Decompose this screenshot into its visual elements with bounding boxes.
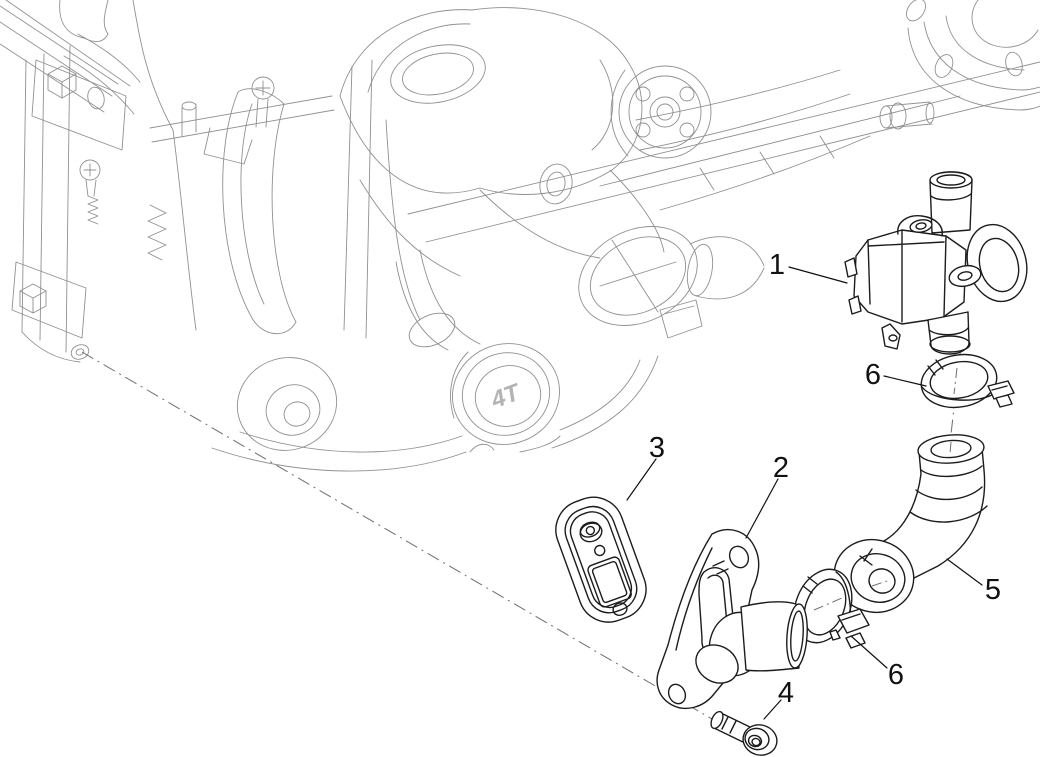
engine-badge-4t: 4T bbox=[487, 378, 526, 414]
callout-label-1: 1 bbox=[769, 249, 785, 281]
part-6-hose-clamp-upper bbox=[920, 353, 1015, 409]
callout-label-6-upper: 6 bbox=[865, 359, 881, 391]
centerline-overlays bbox=[813, 367, 958, 611]
leader-2 bbox=[745, 478, 779, 539]
part-5-elbow-hose bbox=[833, 434, 988, 614]
part-3-gasket bbox=[555, 496, 647, 623]
leader-4 bbox=[763, 699, 782, 720]
leader-6-upper bbox=[883, 375, 927, 387]
leader-1 bbox=[788, 266, 848, 284]
callout-label-5: 5 bbox=[985, 574, 1001, 606]
callout-labels: 1 6 3 2 5 6 4 bbox=[649, 249, 1001, 709]
part-4-screw bbox=[710, 710, 778, 756]
leader-3 bbox=[626, 458, 657, 501]
part-1-air-valve bbox=[844, 171, 1028, 355]
callout-label-6-lower: 6 bbox=[888, 659, 904, 691]
centerline-engine-to-screw bbox=[81, 351, 749, 741]
callout-label-2: 2 bbox=[773, 452, 789, 484]
callout-label-4: 4 bbox=[778, 677, 794, 709]
callout-leader-lines bbox=[626, 266, 983, 720]
callout-label-3: 3 bbox=[649, 432, 665, 464]
leader-6-lower bbox=[850, 635, 888, 669]
leader-5 bbox=[946, 558, 983, 586]
part-2-outlet-cover bbox=[656, 529, 808, 709]
engine-wireframe bbox=[0, 0, 1040, 472]
